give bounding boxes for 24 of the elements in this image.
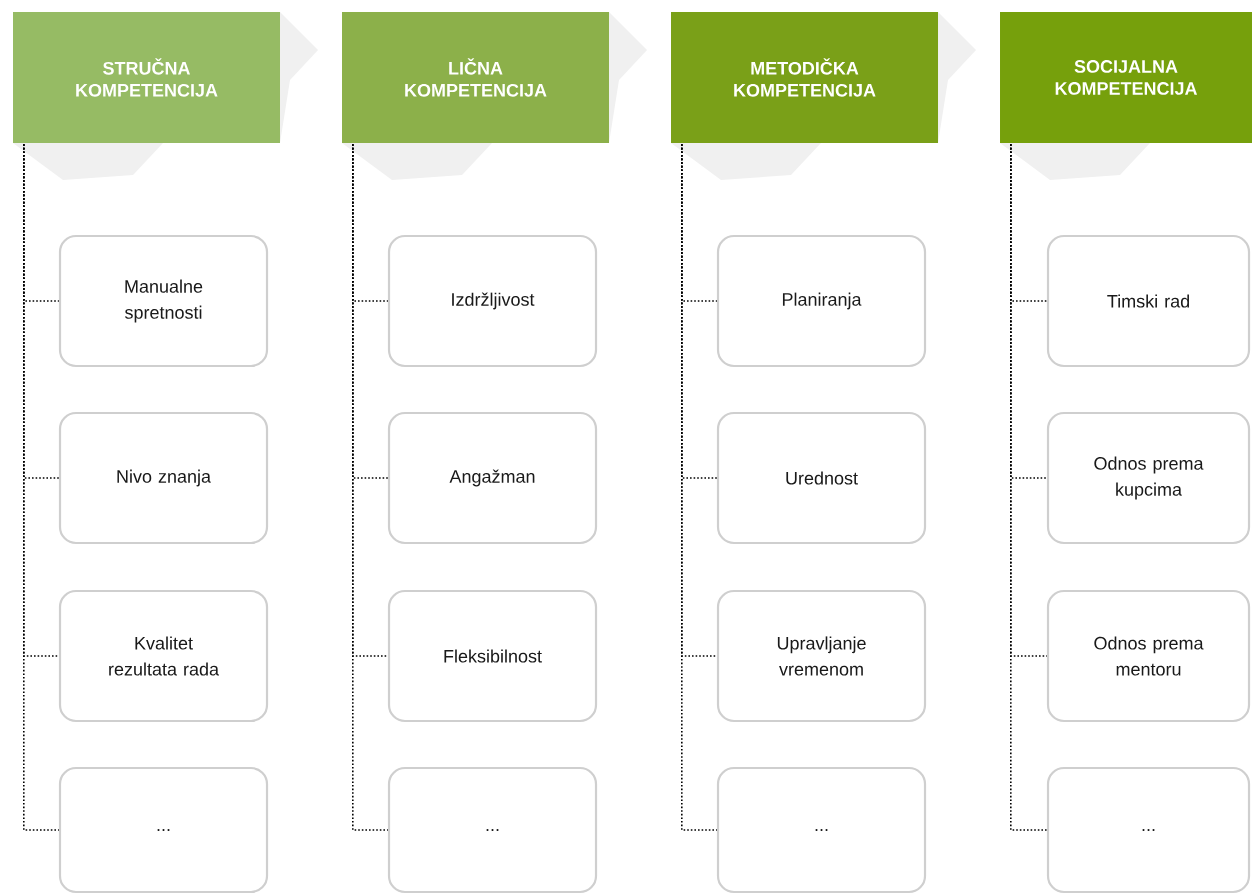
competence-box: Manualne spretnosti	[58, 234, 269, 368]
connector-line	[681, 143, 718, 831]
competence-box: Urednost	[716, 411, 927, 545]
competence-box: Angažman	[387, 411, 598, 545]
connector-line	[352, 143, 389, 831]
competence-box: ...	[387, 766, 598, 894]
connector-line	[1010, 143, 1048, 831]
competence-box: ...	[716, 766, 927, 894]
category-header: SOCIJALNA KOMPETENCIJA	[1000, 12, 1252, 143]
competence-box: Odnos prema mentoru	[1046, 589, 1251, 723]
competence-box: ...	[1046, 766, 1251, 894]
competence-box: Fleksibilnost	[387, 589, 598, 723]
competence-box: ...	[58, 766, 269, 894]
competence-box: Timski rad	[1046, 234, 1251, 368]
competence-box: Nivo znanja	[58, 411, 269, 545]
connector-line	[23, 143, 60, 831]
competence-box: Odnos prema kupcima	[1046, 411, 1251, 545]
category-header: STRUČNA KOMPETENCIJA	[13, 12, 280, 143]
category-header: METODIČKA KOMPETENCIJA	[671, 12, 938, 143]
competence-box: Upravljanje vremenom	[716, 589, 927, 723]
competence-box: Izdržljivost	[387, 234, 598, 368]
competence-box: Kvalitet rezultata rada	[58, 589, 269, 723]
category-header: LIČNA KOMPETENCIJA	[342, 12, 609, 143]
competence-box: Planiranja	[716, 234, 927, 368]
